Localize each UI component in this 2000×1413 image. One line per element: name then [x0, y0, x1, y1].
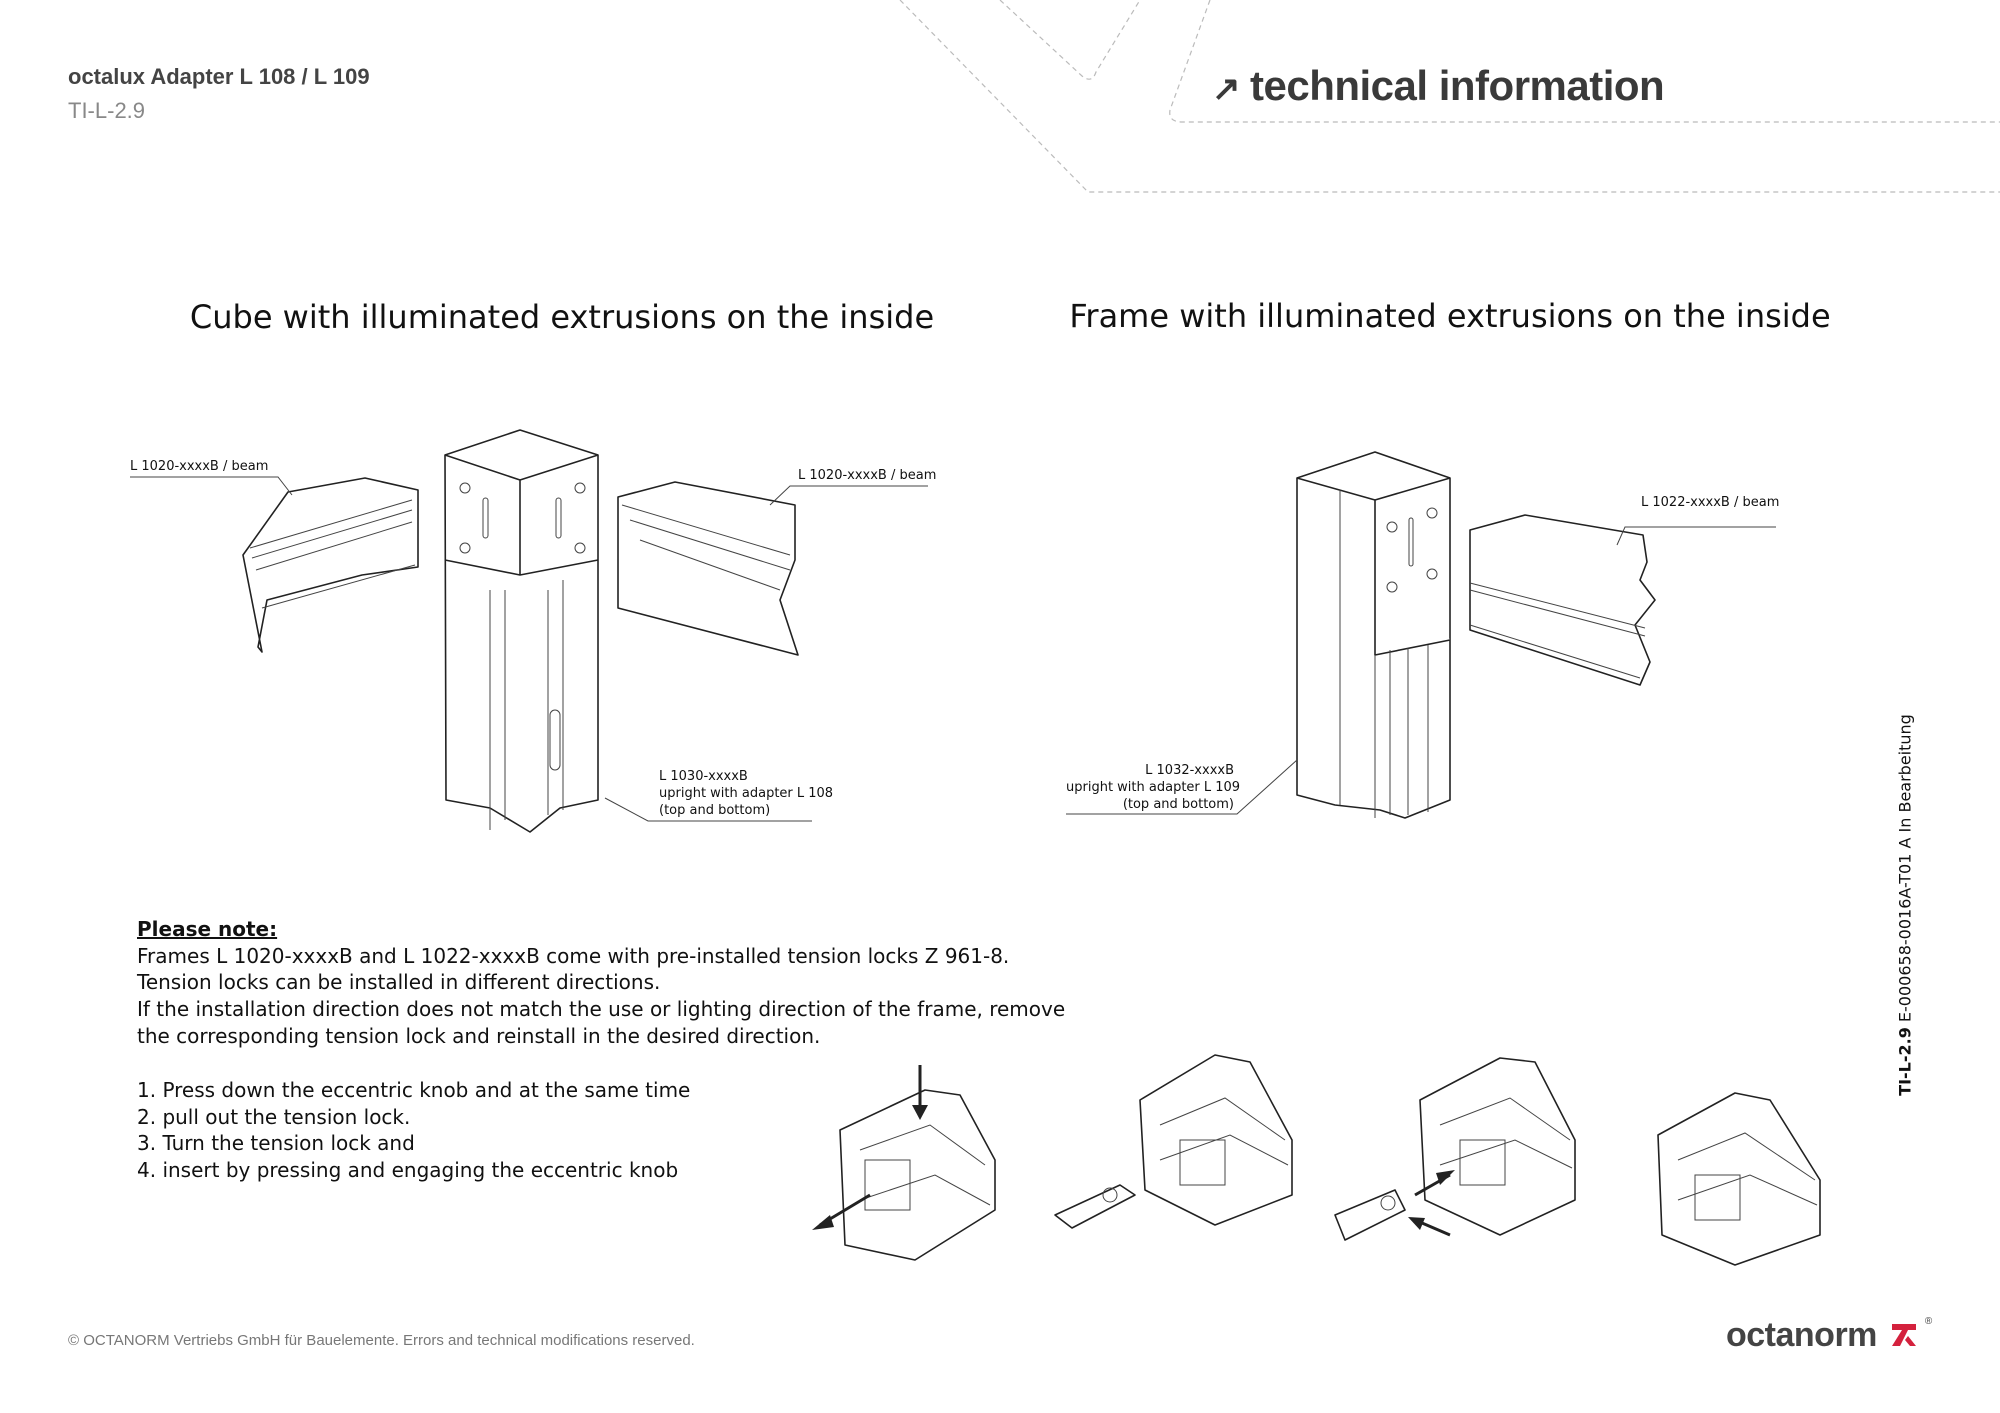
document-code: TI-L-2.9 — [68, 98, 146, 123]
note-line: If the installation direction does not m… — [137, 997, 1066, 1022]
step-3-drawing — [1334, 1057, 1576, 1241]
right-figure-title: Frame with illuminated extrusions on the… — [1069, 297, 1831, 335]
label-line: upright with adapter L 109 — [1066, 780, 1241, 795]
decorative-dashed-lines — [899, 0, 2000, 193]
note-line: Frames L 1020-xxxxB and L 1022-xxxxB com… — [137, 943, 1010, 968]
arrow-up-right-icon: ↗ — [1212, 70, 1241, 108]
label-line: (top and bottom) — [659, 803, 771, 818]
label-beam-left: L 1020-xxxxB / beam — [130, 459, 269, 474]
side-document-id: TI-L-2.9 E-000658-0016A-T01 A In Bearbei… — [1896, 714, 1915, 1096]
label-beam-right: L 1020-xxxxB / beam — [798, 468, 937, 483]
label-line: (top and bottom) — [1122, 797, 1234, 812]
note-block: Please note: Frames L 1020-xxxxB and L 1… — [137, 916, 1065, 1050]
step-1-drawing — [812, 1065, 996, 1261]
step-4-drawing — [1657, 1092, 1821, 1266]
label-line: upright with adapter L 108 — [659, 786, 834, 801]
label-beam-l1022: L 1022-xxxxB / beam — [1641, 495, 1780, 510]
copyright-text: © OCTANORM Vertriebs GmbH für Bauelement… — [68, 1332, 695, 1349]
note-line: Tension locks can be installed in differ… — [137, 970, 661, 995]
frame-drawing — [1066, 451, 1776, 819]
label-upright-l1032: L 1032-xxxxB upright with adapter L 109 … — [1066, 762, 1241, 813]
steps-list: 1. Press down the eccentric knob and at … — [137, 1077, 690, 1184]
document-title: octalux Adapter L 108 / L 109 — [68, 64, 370, 89]
side-code: TI-L-2.9 — [1895, 1027, 1915, 1096]
label-upright-l1030: L 1030-xxxxB upright with adapter L 108 … — [659, 768, 833, 819]
label-line: L 1032-xxxxB — [1145, 763, 1234, 778]
note-heading: Please note: — [137, 917, 278, 941]
side-rest: E-000658-0016A-T01 A In Bearbeitung — [1895, 714, 1915, 1028]
registered-mark: ® — [1924, 1316, 1932, 1327]
step-item: 2. pull out the tension lock. — [137, 1104, 411, 1129]
label-line: L 1030-xxxxB — [659, 769, 748, 784]
step-item: 1. Press down the eccentric knob and at … — [137, 1078, 691, 1102]
logo-text: octanorm — [1726, 1316, 1877, 1354]
cube-drawing — [130, 429, 928, 833]
section-heading: ↗technical information — [1212, 62, 1665, 110]
note-line: the corresponding tension lock and reins… — [137, 1023, 821, 1048]
section-heading-text: technical information — [1250, 62, 1665, 109]
step-item: 4. insert by pressing and engaging the e… — [137, 1158, 679, 1183]
left-figure-title: Cube with illuminated extrusions on the … — [189, 298, 935, 336]
logo-mark-icon — [1891, 1324, 1916, 1346]
step-2-drawing — [1054, 1054, 1293, 1229]
octanorm-logo: octanorm ® — [1726, 1316, 1932, 1355]
step-item: 3. Turn the tension lock and — [137, 1131, 415, 1156]
